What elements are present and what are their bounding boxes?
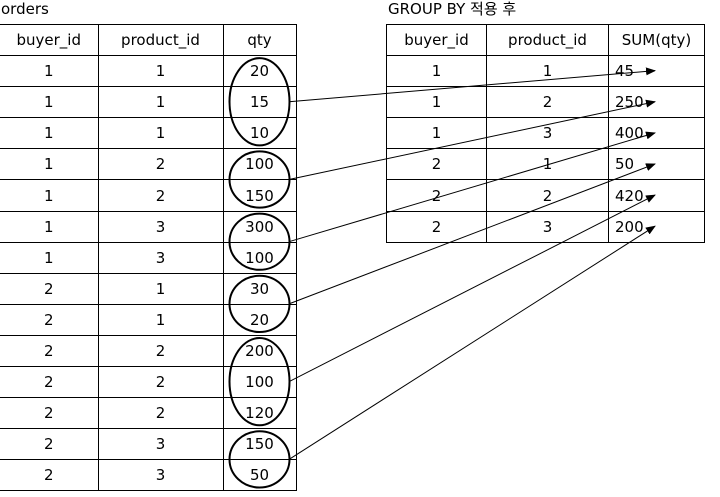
orders-header-product-id: product_id — [97, 23, 224, 57]
orders-cell-buyer-id: 2 — [0, 428, 99, 461]
grouped-cell-buyer-id: 1 — [386, 86, 487, 119]
orders-cell-buyer-id: 2 — [0, 272, 99, 305]
grouped-cell-buyer-id: 2 — [386, 210, 487, 243]
orders-cell-product-id: 3 — [97, 241, 224, 274]
grouped-cell-product-id: 1 — [486, 148, 609, 181]
grouped-cell-buyer-id: 2 — [386, 148, 487, 181]
orders-cell-buyer-id: 1 — [0, 241, 99, 274]
orders-cell-buyer-id: 1 — [0, 86, 99, 119]
grouped-cell-sum-qty: 420 — [608, 179, 705, 212]
grouped-cell-product-id: 2 — [486, 86, 609, 119]
orders-cell-buyer-id: 1 — [0, 117, 99, 150]
orders-cell-buyer-id: 2 — [0, 303, 99, 336]
orders-cell-buyer-id: 2 — [0, 334, 99, 368]
orders-cell-qty: 20 — [222, 303, 297, 336]
orders-cell-buyer-id: 1 — [0, 148, 99, 181]
orders-cell-product-id: 1 — [97, 117, 224, 150]
orders-cell-qty: 30 — [222, 272, 297, 305]
orders-cell-qty: 20 — [222, 55, 297, 88]
orders-cell-product-id: 1 — [97, 55, 224, 88]
orders-cell-product-id: 2 — [97, 179, 224, 212]
orders-cell-product-id: 2 — [97, 334, 224, 368]
grouped-cell-product-id: 1 — [486, 55, 609, 88]
orders-header-qty: qty — [222, 23, 297, 57]
orders-cell-qty: 15 — [222, 86, 297, 119]
grouped-cell-sum-qty: 45 — [608, 55, 705, 88]
group-arrow — [288, 225, 656, 460]
grouped-header-buyer-id: buyer_id — [386, 23, 487, 57]
grouped-header-sum-qty: SUM(qty) — [608, 23, 705, 57]
grouped-cell-buyer-id: 2 — [386, 179, 487, 212]
grouped-cell-sum-qty: 400 — [608, 117, 705, 150]
orders-cell-qty: 150 — [222, 179, 297, 212]
orders-cell-qty: 100 — [222, 148, 297, 181]
orders-cell-product-id: 1 — [97, 303, 224, 336]
orders-cell-product-id: 2 — [97, 397, 224, 430]
orders-cell-qty: 150 — [222, 428, 297, 461]
orders-cell-product-id: 2 — [97, 366, 224, 399]
grouped-cell-product-id: 2 — [486, 179, 609, 212]
orders-table-caption: orders — [1, 0, 49, 18]
grouped-cell-product-id: 3 — [486, 117, 609, 150]
orders-cell-buyer-id: 2 — [0, 397, 99, 430]
orders-cell-qty: 100 — [222, 366, 297, 399]
orders-cell-qty: 10 — [222, 117, 297, 150]
orders-header-buyer-id: buyer_id — [0, 23, 99, 57]
grouped-cell-sum-qty: 50 — [608, 148, 705, 181]
orders-cell-buyer-id: 1 — [0, 179, 99, 212]
orders-cell-buyer-id: 1 — [0, 210, 99, 243]
orders-cell-product-id: 1 — [97, 272, 224, 305]
grouped-cell-buyer-id: 1 — [386, 55, 487, 88]
orders-header-row: buyer_id product_id qty — [0, 23, 297, 57]
grouped-header-row: buyer_id product_id SUM(qty) — [386, 23, 705, 57]
orders-cell-product-id: 3 — [97, 428, 224, 461]
grouped-cell-buyer-id: 1 — [386, 117, 487, 150]
orders-cell-qty: 100 — [222, 241, 297, 274]
grouped-header-product-id: product_id — [486, 23, 609, 57]
orders-cell-qty: 200 — [222, 334, 297, 368]
grouped-table-caption: GROUP BY 적용 후 — [388, 0, 517, 18]
orders-cell-buyer-id: 1 — [0, 55, 99, 88]
orders-cell-qty: 50 — [222, 459, 297, 492]
grouped-cell-sum-qty: 200 — [608, 210, 705, 243]
orders-cell-buyer-id: 2 — [0, 366, 99, 399]
orders-cell-product-id: 1 — [97, 86, 224, 119]
grouped-cell-sum-qty: 250 — [608, 86, 705, 119]
orders-cell-product-id: 2 — [97, 148, 224, 181]
orders-cell-buyer-id: 2 — [0, 459, 99, 492]
grouped-cell-product-id: 3 — [486, 210, 609, 243]
orders-cell-product-id: 3 — [97, 210, 224, 243]
orders-cell-qty: 120 — [222, 397, 297, 430]
orders-cell-qty: 300 — [222, 210, 297, 243]
orders-cell-product-id: 3 — [97, 459, 224, 492]
